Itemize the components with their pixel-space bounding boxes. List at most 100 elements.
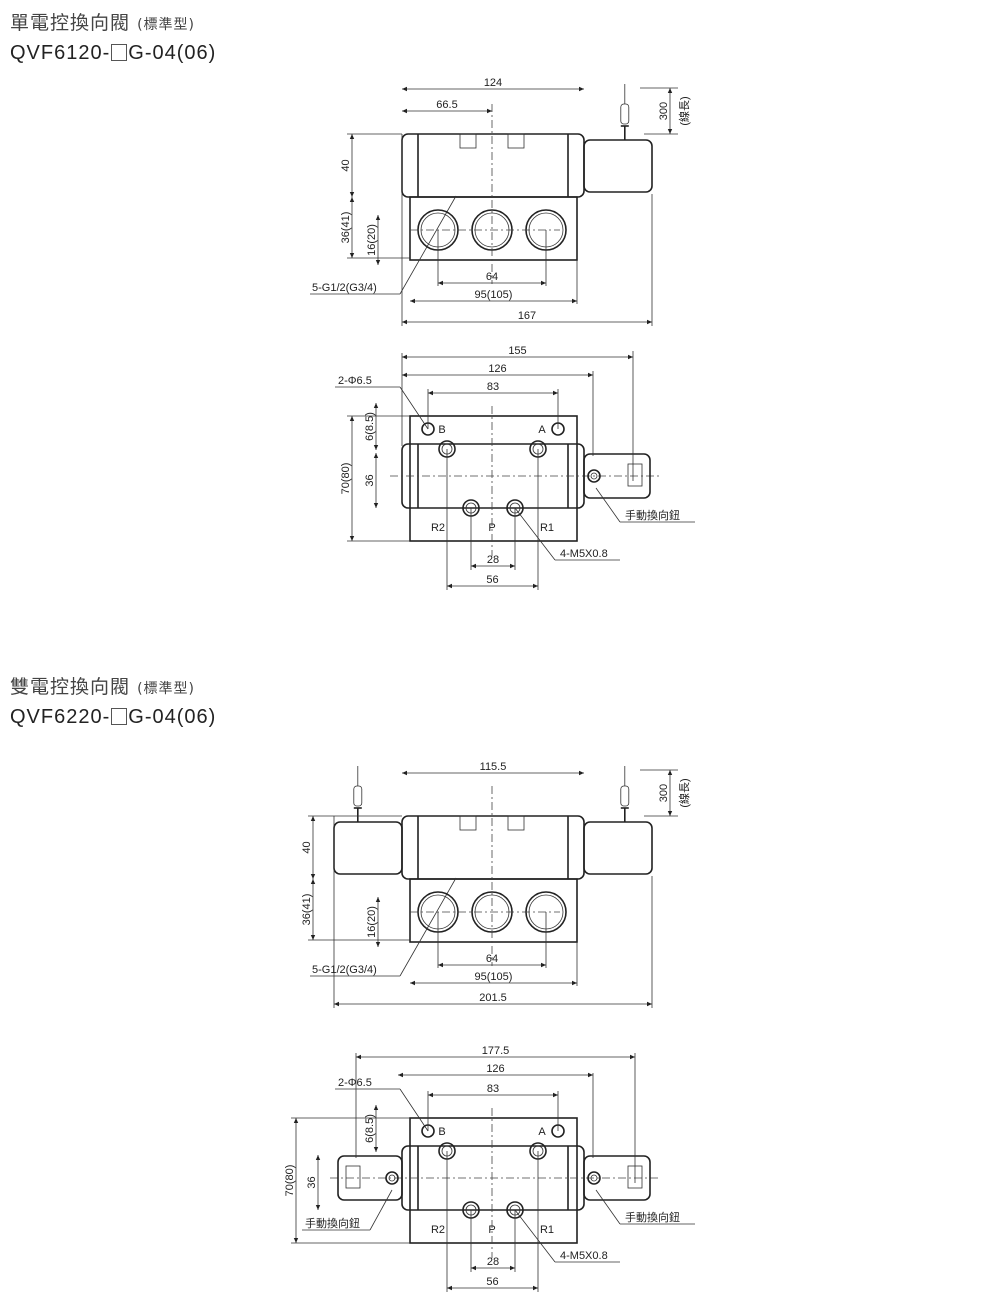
option-box-icon bbox=[111, 708, 128, 725]
arrowhead bbox=[310, 816, 316, 821]
port-thread-note: 5-G1/2(G3/4) bbox=[312, 964, 377, 976]
arrowhead bbox=[375, 942, 381, 947]
valve-body bbox=[401, 133, 585, 198]
dimension-label: 36 bbox=[306, 1176, 318, 1188]
model-prefix: QVF6120- bbox=[10, 42, 111, 64]
wire-lead bbox=[620, 103, 630, 125]
mounting-plate bbox=[409, 415, 578, 542]
dimension-label: 36 bbox=[364, 474, 376, 486]
leader-line bbox=[595, 1189, 621, 1225]
arrowhead bbox=[375, 215, 381, 220]
arrowhead bbox=[402, 770, 407, 776]
dimension-label: 16(20) bbox=[366, 224, 378, 256]
arrowhead bbox=[667, 770, 673, 775]
arrowhead bbox=[315, 1155, 321, 1160]
arrowhead bbox=[541, 962, 546, 968]
port-label-b: B bbox=[438, 1126, 445, 1138]
dimension-label: 167 bbox=[518, 310, 536, 322]
arrowhead bbox=[572, 298, 577, 304]
arrowhead bbox=[667, 811, 673, 816]
arrowhead bbox=[373, 453, 379, 458]
dimension-label: 36(41) bbox=[301, 894, 313, 926]
arrowhead bbox=[579, 770, 584, 776]
section1-title: 單電控換向閥 (標準型) bbox=[10, 8, 195, 35]
title-text: 雙電控換向閥 bbox=[10, 676, 131, 698]
valve-base bbox=[409, 878, 578, 943]
arrowhead bbox=[349, 536, 355, 541]
dimension-label: 155 bbox=[508, 345, 526, 357]
port-label-a: A bbox=[538, 1126, 546, 1138]
arrowhead bbox=[541, 280, 546, 286]
arrowhead bbox=[438, 280, 443, 286]
arrowhead bbox=[471, 1265, 476, 1271]
dimension-label: 64 bbox=[486, 271, 498, 283]
port-thread-note: 5-G1/2(G3/4) bbox=[312, 282, 377, 294]
dimension-label: 28 bbox=[487, 1256, 499, 1268]
terminal-box bbox=[345, 1165, 361, 1189]
arrowhead bbox=[310, 935, 316, 940]
arrowhead bbox=[628, 354, 633, 360]
arrowhead bbox=[349, 197, 355, 202]
dimension-label: 115.5 bbox=[480, 761, 507, 773]
manual-override-housing bbox=[337, 1155, 403, 1201]
arrowhead bbox=[667, 129, 673, 134]
arrowhead bbox=[647, 319, 652, 325]
manual-override-housing bbox=[583, 453, 651, 499]
dimension-label: 66.5 bbox=[436, 99, 457, 111]
arrowhead bbox=[410, 980, 415, 986]
mounting-plate bbox=[409, 1117, 578, 1244]
arrowhead bbox=[315, 1205, 321, 1210]
manual-button bbox=[587, 1171, 601, 1185]
arrowhead bbox=[553, 390, 558, 396]
leader-line bbox=[399, 195, 457, 295]
arrowhead bbox=[402, 319, 407, 325]
arrowhead bbox=[310, 879, 316, 884]
arrowhead bbox=[402, 86, 407, 92]
leader-line bbox=[399, 877, 457, 977]
manual-override-housing bbox=[583, 1155, 651, 1201]
dimension-label: 95(105) bbox=[475, 971, 513, 983]
subtitle-text: (標準型) bbox=[137, 17, 195, 33]
arrowhead bbox=[402, 108, 407, 114]
dimension-label: 56 bbox=[486, 574, 498, 586]
port-label-r2: R2 bbox=[431, 522, 445, 534]
dimension-label: 177.5 bbox=[482, 1045, 510, 1057]
wire-lead bbox=[353, 785, 363, 807]
manual-button bbox=[385, 1171, 399, 1185]
arrowhead bbox=[349, 192, 355, 197]
arrowhead bbox=[647, 1001, 652, 1007]
dimension-label: 300 bbox=[658, 102, 670, 120]
arrowhead bbox=[402, 372, 407, 378]
dimension-label: 36(41) bbox=[340, 212, 352, 244]
manual-override-note: 手動換向鈕 bbox=[625, 508, 680, 522]
terminal-box bbox=[627, 463, 643, 487]
dimension-label: 300 bbox=[658, 784, 670, 802]
arrowhead bbox=[373, 403, 379, 408]
thread-note: 4-M5X0.8 bbox=[560, 548, 608, 560]
manual-button-inner bbox=[590, 472, 598, 480]
port-label-b: B bbox=[438, 424, 445, 436]
arrowhead bbox=[410, 298, 415, 304]
title-text: 單電控換向閥 bbox=[10, 12, 131, 34]
dimension-label: 201.5 bbox=[479, 992, 507, 1004]
leader-line bbox=[369, 1189, 393, 1231]
manual-override-note: 手動換向鈕 bbox=[305, 1216, 360, 1230]
dimension-label: 16(20) bbox=[366, 906, 378, 938]
arrowhead bbox=[667, 88, 673, 93]
solenoid-coil bbox=[583, 139, 653, 193]
arrowhead bbox=[375, 260, 381, 265]
manual-button bbox=[587, 469, 601, 483]
dimension-label: 28 bbox=[487, 554, 499, 566]
model-suffix: G-04(06) bbox=[128, 706, 217, 728]
thread-note: 4-M5X0.8 bbox=[560, 1250, 608, 1262]
valve-base bbox=[409, 196, 578, 261]
section2-title: 雙電控換向閥 (標準型) bbox=[10, 672, 195, 699]
leader-line bbox=[514, 1209, 556, 1263]
dimension-label: 83 bbox=[487, 381, 499, 393]
arrowhead bbox=[375, 897, 381, 902]
arrowhead bbox=[349, 134, 355, 139]
model-prefix: QVF6220- bbox=[10, 706, 111, 728]
dimension-label: 126 bbox=[486, 1063, 504, 1075]
arrowhead bbox=[510, 563, 515, 569]
